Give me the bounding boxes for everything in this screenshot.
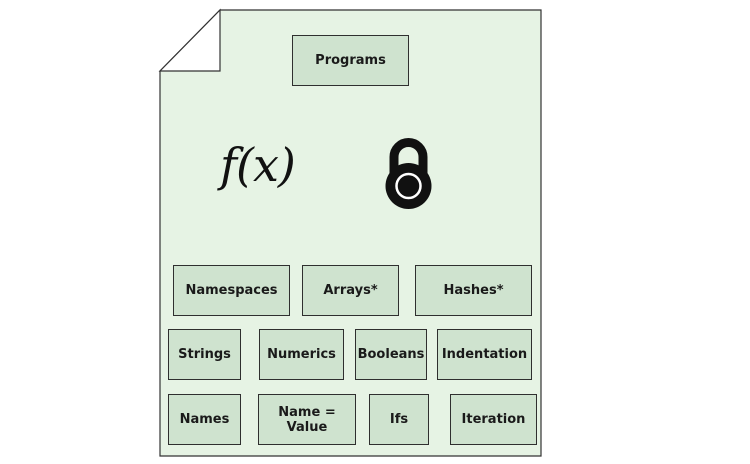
padlock-icon xyxy=(385,138,432,209)
arrays-box: Arrays* xyxy=(302,265,399,316)
iteration-box: Iteration xyxy=(450,394,537,445)
namespaces-box: Namespaces xyxy=(173,265,290,316)
hashes-box: Hashes* xyxy=(415,265,532,316)
booleans-box: Booleans xyxy=(355,329,427,380)
folded-corner xyxy=(158,8,221,72)
programs-box: Programs xyxy=(292,35,409,86)
name-value-box: Name = Value xyxy=(258,394,356,445)
numerics-box: Numerics xyxy=(259,329,344,380)
names-box: Names xyxy=(168,394,241,445)
function-fx-icon: f(x) xyxy=(220,138,296,192)
ifs-box: Ifs xyxy=(369,394,429,445)
strings-box: Strings xyxy=(168,329,241,380)
indentation-box: Indentation xyxy=(437,329,532,380)
